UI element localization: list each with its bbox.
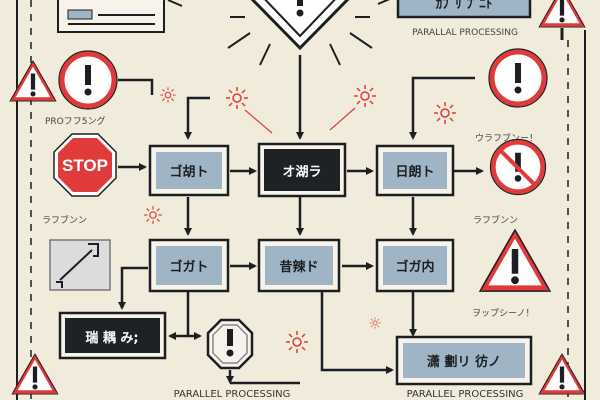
top-right-box: ｶﾌﾞﾘ ﾌﾟﾆﾄ: [396, 0, 532, 19]
warning-triangle-icon: [537, 0, 587, 29]
label-right-upper: ウラフブンー！: [475, 132, 538, 144]
label-left-mid: ラフブンン: [42, 214, 87, 226]
exclamation-octagon-icon: [206, 318, 254, 370]
process-box-label: 日朗ト: [395, 164, 434, 180]
connector: [167, 0, 183, 7]
stop-sign-text: STOP: [62, 156, 108, 175]
flow-arrows: [118, 55, 484, 385]
process-box-3-left[interactable]: 瑞 耦 み;: [58, 311, 167, 360]
process-box-label: ゴ胡ト: [169, 164, 208, 180]
exclamation-circle-icon: [59, 51, 117, 109]
warning-diamond-icon: [227, 0, 373, 66]
process-box-3-right[interactable]: 潇 劃リ 彷ノ: [395, 335, 533, 386]
process-box-label: ゴガト: [169, 259, 208, 275]
spark-trails: [244, 107, 356, 134]
process-box-2-3[interactable]: ゴガ内: [375, 238, 455, 293]
border-lines: [16, 0, 586, 400]
spark-icon: [159, 86, 177, 104]
warning-triangle-icon: [480, 230, 550, 291]
process-box-2-1[interactable]: ゴガト: [148, 238, 230, 293]
label-right-mid: ラフブンン: [473, 214, 518, 226]
process-box-2-2[interactable]: 昔辣ド: [257, 238, 341, 293]
label-left-upper: PROフフ5ング: [45, 115, 106, 127]
process-box-label: ゴガ内: [395, 259, 434, 275]
label-bottom-right: PARALLEL PROCESSING: [407, 389, 524, 400]
no-symbol-icon: [490, 139, 545, 194]
spark-icon: [143, 205, 163, 225]
spark-icon: [369, 317, 381, 329]
label-right-lower: ヲップシーノ！: [472, 308, 534, 319]
process-box-1-2[interactable]: オ湖ラ: [257, 142, 347, 198]
spark-icon: [353, 84, 377, 108]
top-right-box-label: ｶﾌﾞﾘ ﾌﾟﾆﾄ: [436, 0, 493, 12]
warning-triangle-icon: [10, 352, 60, 396]
tool-icon: [49, 239, 111, 291]
spark-icon: [225, 86, 249, 110]
top-right-caption: PARALLAL PROCESSING: [412, 28, 518, 38]
process-box-1-1[interactable]: ゴ胡ト: [148, 144, 230, 197]
process-box-label: 昔辣ド: [279, 259, 318, 275]
process-box-label: オ湖ラ: [282, 165, 321, 180]
connector: [377, 0, 390, 5]
spark-icon: [433, 101, 457, 125]
process-box-label: 瑞 耦 み;: [85, 330, 138, 346]
process-box-1-3[interactable]: 日朗ト: [375, 144, 455, 197]
exclamation-circle-icon: [489, 49, 547, 107]
label-bottom-center: PARALLEL PROCESSING: [174, 389, 291, 400]
document-icon: [57, 0, 165, 33]
warning-triangle-icon: [537, 352, 587, 396]
spark-icon: [285, 330, 309, 354]
process-box-label: 潇 劃リ 彷ノ: [427, 354, 501, 370]
stop-sign-icon: STOP: [53, 133, 117, 197]
